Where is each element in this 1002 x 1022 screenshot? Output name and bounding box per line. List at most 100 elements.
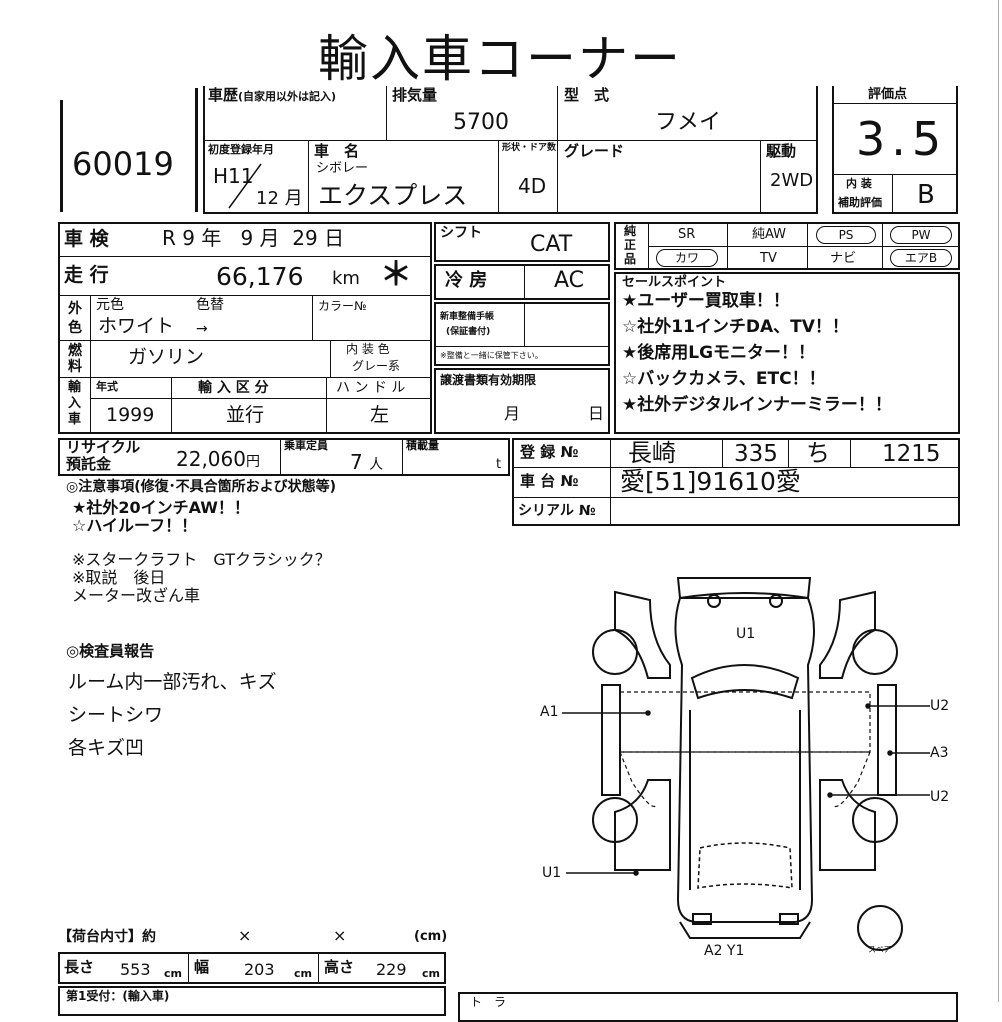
sales-point-3: ★後席用LGモニター！！ [622, 343, 816, 363]
chassis-value: 愛[51]91610愛 [620, 467, 801, 496]
top-info-divider [203, 140, 818, 141]
color-change-label: 色替 [196, 297, 224, 313]
new-car-label-1: 新車整備手帳 [440, 312, 495, 322]
note-3: ※スタークラフト GTクラシック？ [72, 550, 331, 569]
shape-doors-label: 形状・ドア数 [502, 143, 557, 153]
chassis-label: 車 台 № [520, 472, 579, 490]
model-year-value: 1999 [106, 404, 155, 426]
diagram-label-bottom: A2 Y1 [704, 943, 745, 959]
mileage-label: 走 行 [64, 264, 109, 286]
equip-tv: TV [760, 251, 777, 266]
interior-label-2: 補助評価 [838, 196, 882, 209]
doors-value: 4D [518, 174, 547, 198]
equip-sr: SR [678, 227, 696, 242]
first-reg-label: 初度登録年月 [208, 143, 274, 156]
model-value: フメイ [655, 110, 722, 135]
transfer-day: 日 [588, 404, 605, 423]
diagram-label-u1-top: U1 [736, 626, 756, 642]
car-name-label: 車 名 [314, 142, 360, 160]
handle-value: 左 [370, 404, 390, 426]
equip-power-steering: PS [816, 226, 876, 244]
model-year-label: 年式 [96, 380, 118, 393]
vehicle-damage-diagram [562, 577, 930, 951]
registration-block [512, 438, 960, 526]
note-1: ★社外20インチAW！！ [72, 498, 250, 517]
color-no-label: カラー№ [318, 299, 367, 313]
new-car-note: ※整備と一緒に保管下さい。 [440, 351, 543, 360]
grade-label: グレード [564, 142, 625, 160]
height-unit: cm [422, 967, 440, 980]
interior-color-value: グレー系 [352, 359, 401, 373]
new-car-box [434, 302, 610, 366]
sales-points-block [614, 272, 960, 434]
history-label: 車歴(自家用以外は記入) [208, 86, 337, 104]
sales-point-4: ☆バックカメラ、ETC！！ [622, 369, 826, 389]
inspector-1: ルーム内一部汚れ、キズ [68, 671, 277, 693]
equip-leather: カワ [656, 249, 718, 267]
orig-color-value: ホワイト [98, 315, 175, 337]
car-name: エクスプレス [318, 181, 468, 210]
diagram-label-u2-top: U2 [930, 698, 950, 714]
lot-bracket-right [195, 88, 198, 212]
length-unit: cm [164, 967, 182, 980]
maker: シボレー [316, 161, 369, 176]
load-unit: t [496, 457, 502, 472]
color-arrow: → [196, 321, 208, 337]
new-car-label-2: (保証書付) [446, 327, 491, 337]
diagram-label-u2-bottom: U2 [930, 789, 950, 805]
transfer-label: 譲渡書類有効期限 [440, 373, 537, 387]
notes-label: ◎注意事項(修復･不具合箇所および状態等) [66, 479, 337, 495]
interior-color-label: 内 装 色 [346, 342, 390, 356]
import-type-label: 輸 入 区 分 [198, 380, 269, 396]
reg-number: 1215 [882, 441, 941, 467]
spec-block [58, 222, 432, 434]
transfer-month: 月 [504, 404, 521, 423]
sales-point-2: ☆社外11インチDA、TV！！ [622, 317, 849, 337]
recycle-block [58, 438, 510, 476]
handle-label: ハ ン ド ル [336, 380, 406, 396]
height-value: 229 [376, 960, 407, 979]
shift-box [434, 222, 610, 262]
model-label: 型 式 [564, 86, 610, 104]
cargo-label: 【荷台内寸】約 [58, 929, 156, 945]
inspector-2: シートシワ [68, 704, 164, 726]
first-reg-slash [228, 163, 262, 209]
fuel-value: ガソリン [128, 346, 205, 368]
color-side-label: 外色 [68, 301, 82, 336]
shift-value: CAT [530, 232, 573, 257]
note-2: ☆ハイルーフ！！ [72, 516, 198, 535]
diagram-label-a3: A3 [930, 745, 949, 761]
reg-area: 長崎 [628, 439, 676, 467]
equip-side-label: 純正品 [624, 224, 637, 266]
reg-class: 335 [734, 441, 778, 467]
orig-color-label: 元色 [96, 297, 124, 313]
score-label: 評価点 [868, 87, 908, 102]
ac-label: 冷 房 [445, 270, 488, 291]
cargo-x1: × [238, 926, 252, 945]
bottom-right-box [458, 992, 958, 1022]
mileage-unit: km [332, 268, 360, 289]
lot-number: 60019 [72, 145, 174, 183]
note-4: ※取説 後日 [72, 568, 166, 587]
ac-value: AC [554, 268, 585, 293]
diagram-label-u1-bottom: U1 [542, 865, 562, 881]
equip-power-window: PW [890, 226, 952, 244]
inspector-label: ◎検査員報告 [66, 642, 155, 660]
displacement-value: 5700 [453, 110, 509, 135]
frame-right-edge [998, 0, 999, 1002]
reg-label: 登 録 № [520, 443, 579, 461]
sales-point-5: ★社外デジタルインナーミラー！！ [622, 395, 892, 415]
sales-label: セールスポイント [622, 275, 727, 290]
length-value: 553 [120, 960, 151, 979]
import-type-value: 並行 [226, 404, 265, 426]
mileage-mark: ＊ [380, 255, 413, 293]
page-title: 輸入車コーナー [318, 30, 682, 88]
import-side-label: 輸入車 [68, 380, 82, 427]
capacity-value: 7 人 [350, 450, 384, 474]
sales-point-1: ★ユーザー買取車！！ [622, 291, 790, 311]
first-reg-year: H11 [213, 164, 254, 188]
ac-box [434, 264, 610, 300]
width-unit: cm [294, 967, 312, 980]
shift-label: シフト [440, 225, 482, 241]
width-value: 203 [244, 960, 275, 979]
